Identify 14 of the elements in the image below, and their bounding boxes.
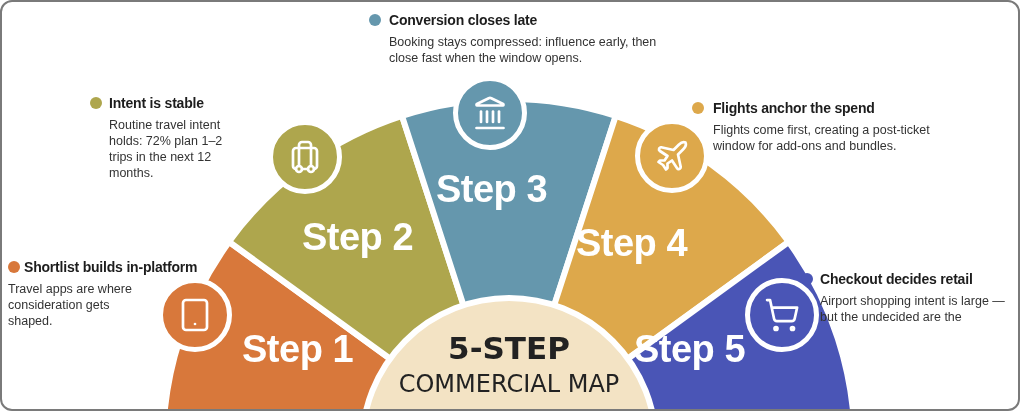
callout-heading: Flights anchor the spend [713,100,875,116]
callout-text: Travel apps are where consideration gets shaped. [8,281,133,329]
center-title: COMMERCIAL MAP [397,372,621,396]
callout-heading: Shortlist builds in-platform [24,259,198,275]
callout-text: Booking stays compressed: influence early, then close fast when the window opens. [389,34,658,66]
step-label: Step 3 [436,170,548,208]
step-label: Step 2 [302,218,414,256]
callout-text: Routine travel intent holds: 72% plan 1–2 trips in the next 12 months. [109,117,224,181]
callout-text: Flights come first, creating a post-ticket window for add-ons and bundles. [713,122,931,154]
step-label: Step 4 [576,224,688,262]
callout-heading: Checkout decides retail [820,271,973,287]
callout-heading: Intent is stable [109,95,204,111]
step-label: Step 1 [242,330,354,368]
callout-heading: Conversion closes late [389,12,538,28]
